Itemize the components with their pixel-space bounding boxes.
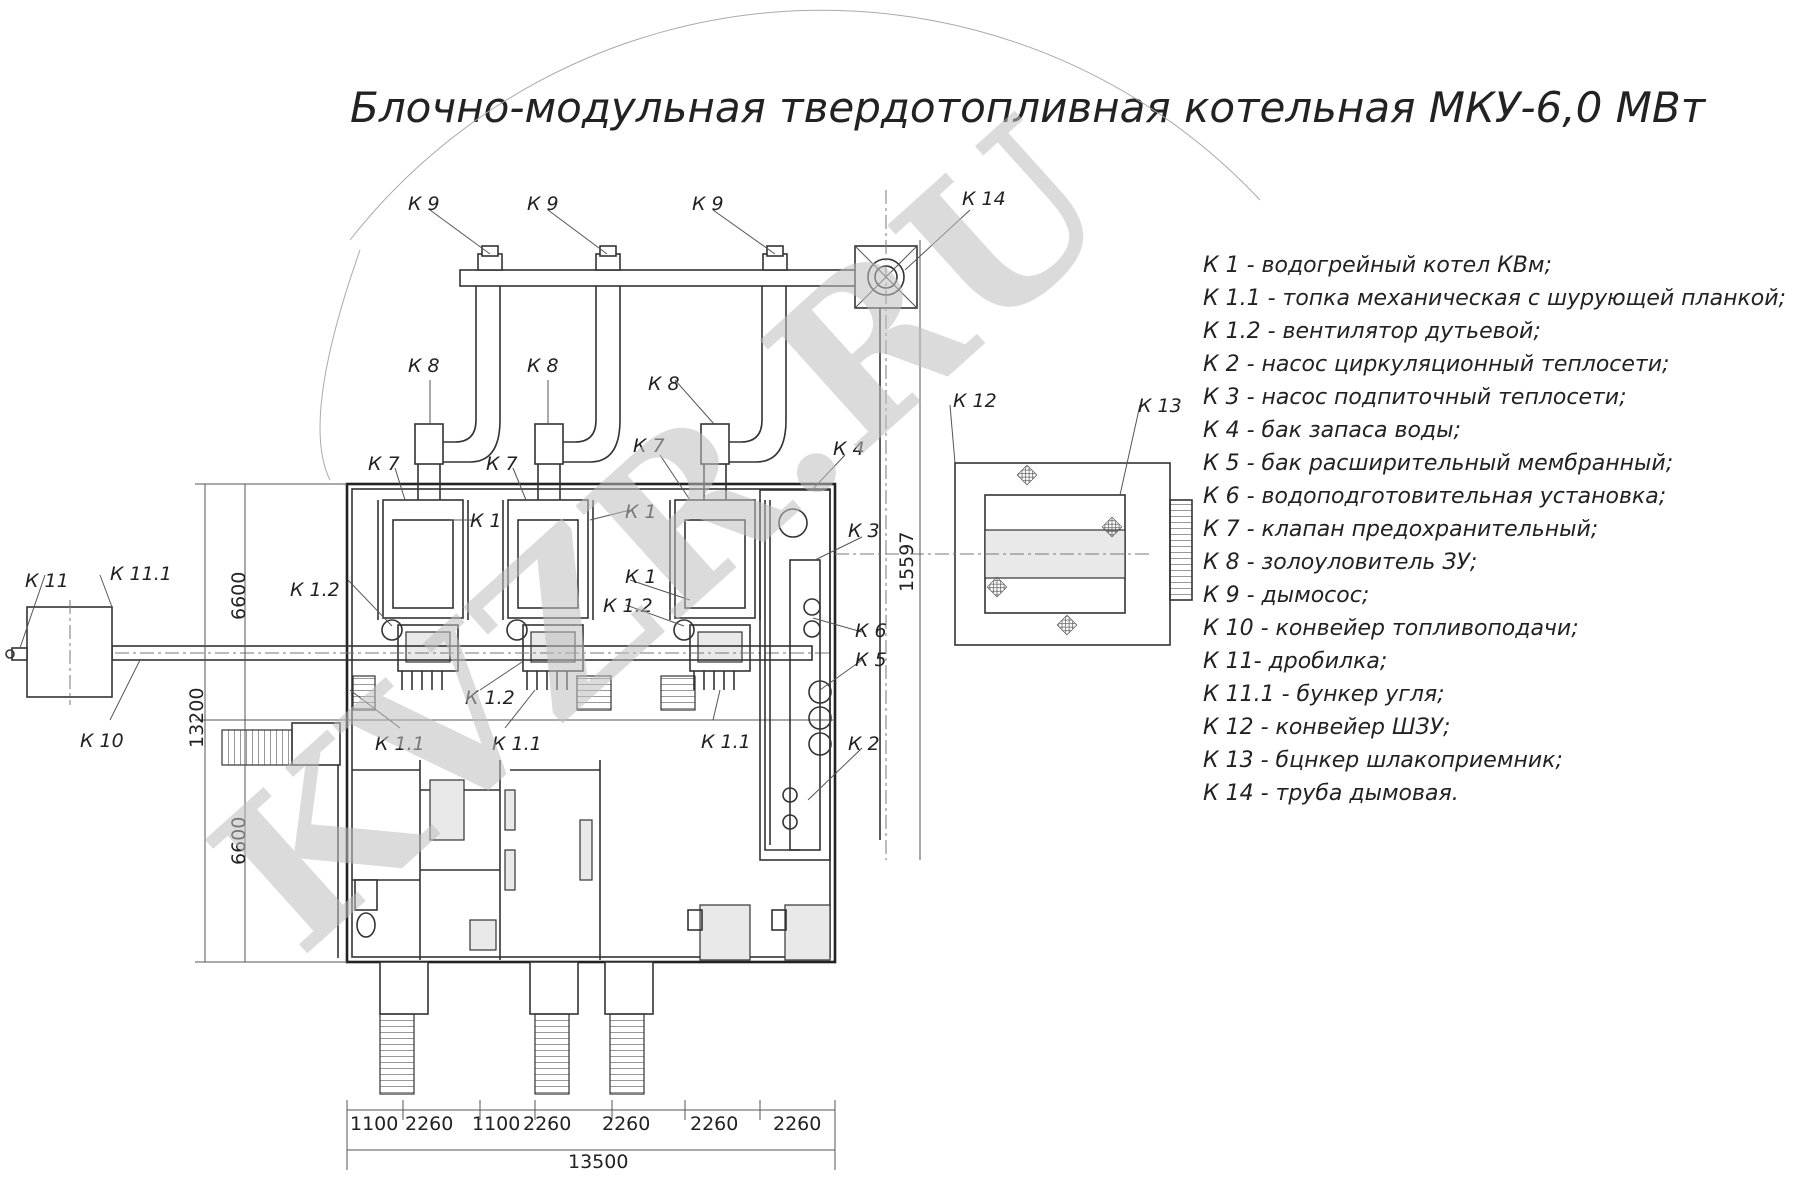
label-k8-a: К 8 xyxy=(408,355,440,377)
label-k4: К 4 xyxy=(833,438,865,460)
legend-item: К 1.2 - вентилятор дутьевой; xyxy=(1203,319,1541,344)
boiler-3 xyxy=(669,499,761,690)
label-k7-b: К 7 xyxy=(486,453,518,475)
dim-bottom: 6600 xyxy=(228,817,250,865)
dim-width-2: 2260 xyxy=(405,1113,453,1135)
drawing-title: Блочно-модульная твердотопливная котельн… xyxy=(350,83,1707,132)
label-k8-c: К 8 xyxy=(648,373,680,395)
label-k5: К 5 xyxy=(855,649,887,671)
dim-width-6: 2260 xyxy=(690,1113,738,1135)
legend-item: К 1 - водогрейный котел КВм; xyxy=(1203,253,1552,278)
label-k13: К 13 xyxy=(1138,395,1182,417)
label-k9-a: К 9 xyxy=(408,193,440,215)
label-k10: К 10 xyxy=(80,730,124,752)
legend-item: К 9 - дымосос; xyxy=(1203,583,1369,608)
label-k1-c: К 1 xyxy=(625,566,657,588)
legend-item: К 2 - насос циркуляционный теплосети; xyxy=(1203,352,1669,377)
leader-lines xyxy=(19,209,1141,801)
label-k3: К 3 xyxy=(848,520,880,542)
label-k14: К 14 xyxy=(962,188,1006,210)
legend-item: К 14 - труба дымовая. xyxy=(1203,781,1459,806)
label-k11-bunker: К 11.1 xyxy=(110,563,172,585)
label-k6: К 6 xyxy=(855,620,887,642)
slag-bunker xyxy=(835,462,1193,646)
label-k7-a: К 7 xyxy=(368,453,400,475)
label-k11-c: К 1.1 xyxy=(701,731,751,753)
dim-width-1: 1100 xyxy=(350,1113,398,1135)
legend-item: К 13 - бцнкер шлакоприемник; xyxy=(1203,748,1563,773)
legend-item: К 11- дробилка; xyxy=(1203,649,1387,674)
service-rooms xyxy=(337,726,831,961)
dim-width-7: 2260 xyxy=(773,1113,821,1135)
boiler-1 xyxy=(377,499,469,690)
label-k9-c: К 9 xyxy=(692,193,724,215)
boiler-stairs xyxy=(352,675,696,711)
label-k12-fan-b: К 1.2 xyxy=(603,595,653,617)
legend-item: К 6 - водоподготовительная установка; xyxy=(1203,484,1666,509)
label-k2: К 2 xyxy=(848,733,880,755)
legend-item: К 11.1 - бункер угля; xyxy=(1203,682,1445,707)
piping-column xyxy=(759,489,832,861)
flue-header xyxy=(414,245,861,500)
construction-arc xyxy=(349,9,1261,241)
legend-item: К 4 - бак запаса воды; xyxy=(1203,418,1461,443)
legend-item: К 8 - золоуловитель ЗУ; xyxy=(1203,550,1477,575)
label-k12-fan-c: К 1.2 xyxy=(465,687,515,709)
legend-item: К 1.1 - топка механическая с шурующей пл… xyxy=(1203,286,1786,311)
legend-item: К 12 - конвейер ШЗУ; xyxy=(1203,715,1450,740)
chimney xyxy=(854,190,918,860)
label-k1-b: К 1 xyxy=(625,501,657,523)
label-k7-c: К 7 xyxy=(633,435,665,457)
coal-crusher xyxy=(5,600,113,705)
legend-item: К 5 - бак расширительный мембранный; xyxy=(1203,451,1673,476)
dimension-lines xyxy=(195,240,921,1170)
label-k9-b: К 9 xyxy=(527,193,559,215)
label-k11-a: К 1.1 xyxy=(375,733,425,755)
label-k8-b: К 8 xyxy=(527,355,559,377)
legend: К 1 - водогрейный котел КВм; К 1.1 - топ… xyxy=(1203,253,1786,806)
label-k12-conveyor: К 12 xyxy=(953,390,997,412)
legend-item: К 10 - конвейер топливоподачи; xyxy=(1203,616,1579,641)
dim-height-total: 13200 xyxy=(186,688,208,748)
legend-item: К 7 - клапан предохранительный; xyxy=(1203,517,1598,542)
label-k11-b: К 1.1 xyxy=(492,733,542,755)
entrances xyxy=(221,722,654,1095)
dim-width-5: 2260 xyxy=(602,1113,650,1135)
legend-item: К 3 - насос подпиточный теплосети; xyxy=(1203,385,1627,410)
dim-total-width: 13500 xyxy=(568,1151,628,1173)
dim-stack: 15597 xyxy=(896,532,918,592)
label-k1-a: К 1 xyxy=(470,510,502,532)
dim-width-3: 1100 xyxy=(472,1113,520,1135)
label-k12-fan-a: К 1.2 xyxy=(290,579,340,601)
label-k11-crusher: К 11 xyxy=(25,570,69,592)
dim-top: 6600 xyxy=(228,572,250,620)
dim-width-4: 2260 xyxy=(523,1113,571,1135)
boiler-2 xyxy=(502,499,594,690)
construction-arc-left xyxy=(319,249,361,481)
